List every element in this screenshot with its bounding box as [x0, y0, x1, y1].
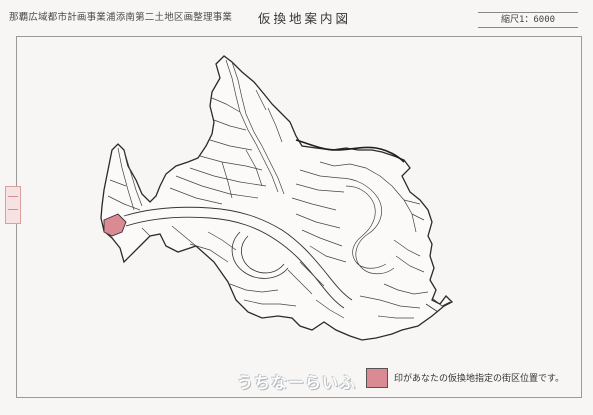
stamp-seal	[5, 186, 21, 224]
south-streets	[171, 225, 345, 319]
loop-road	[231, 231, 289, 279]
map-title: 仮換地案内図	[258, 11, 352, 26]
scale-label: 縮尺1：6000	[478, 12, 578, 28]
legend-text: 印があなたの仮換地指定の街区位置です。	[394, 374, 565, 384]
east-streets	[291, 161, 429, 319]
project-title: 那覇広域都市計画事業浦添南第二土地区画整理事業	[9, 12, 233, 23]
district-boundary	[100, 55, 454, 341]
main-avenue	[123, 206, 353, 309]
highlighted-block[interactable]	[103, 213, 127, 237]
west-streets	[107, 147, 151, 237]
northeast-road	[295, 139, 405, 163]
southeast-spur	[425, 297, 451, 313]
legend-swatch	[366, 368, 388, 388]
watermark-logo: うちなーらいふ	[237, 373, 357, 392]
north-streets	[169, 59, 285, 205]
